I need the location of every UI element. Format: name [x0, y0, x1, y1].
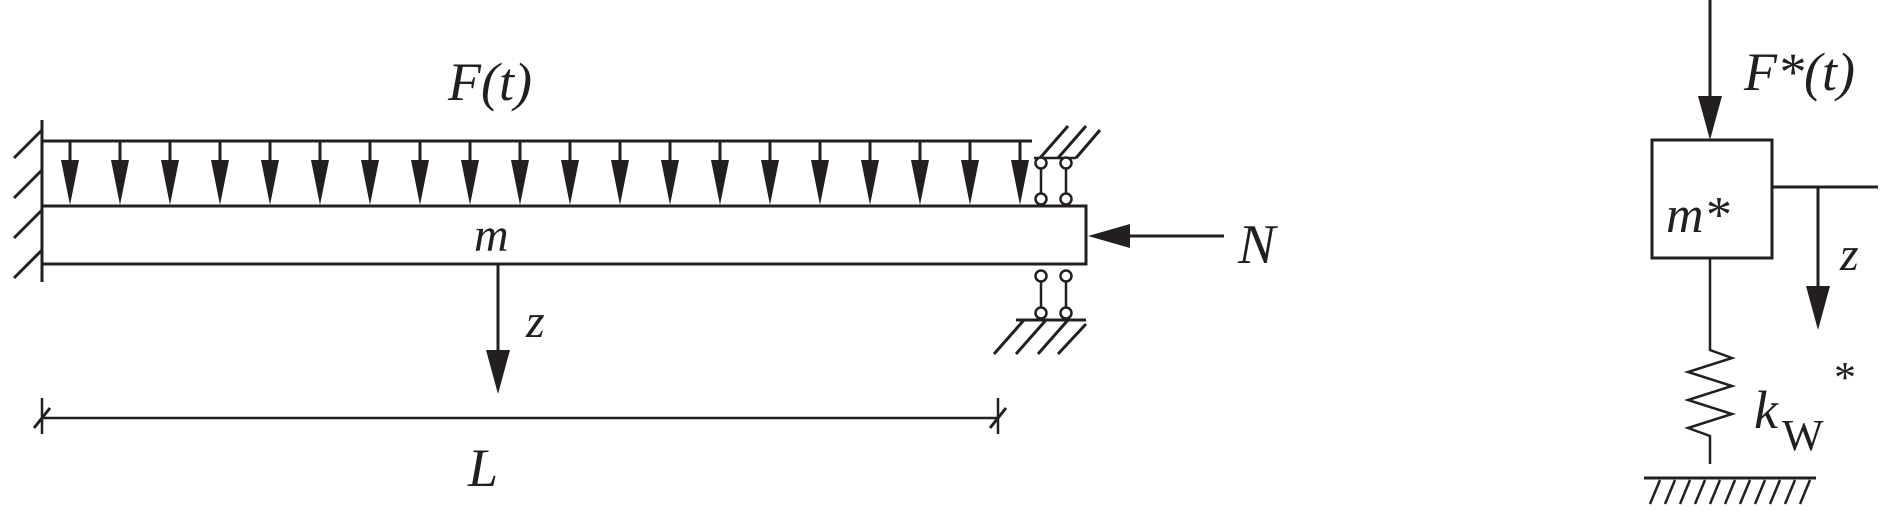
sdof-deflection-label: z	[1839, 228, 1859, 281]
sliding-support-bottom	[992, 269, 1088, 356]
spring-label-subscript: W	[1782, 411, 1824, 460]
beam-mass-label: m	[474, 209, 509, 262]
sliding-support-top	[1034, 125, 1102, 206]
beam-model: F(t) m	[12, 52, 1278, 498]
spring-label-superscript: *	[1834, 353, 1856, 402]
ground-hatch-line	[1783, 479, 1797, 505]
sdof-spring	[1683, 258, 1737, 464]
ground-hatch-line	[1798, 479, 1812, 505]
ground-hatch-line	[1753, 479, 1767, 505]
fixed-support-left	[12, 120, 44, 282]
ground-hatch-line	[1723, 479, 1737, 505]
beam-deflection-label: z	[525, 295, 545, 348]
ground-support	[1644, 476, 1816, 505]
load-arrow	[561, 141, 579, 205]
beam-body	[40, 204, 1088, 266]
ground-hatch-line	[1693, 479, 1707, 505]
load-arrow	[61, 141, 79, 205]
sdof-force-label: F*(t)	[1743, 42, 1855, 102]
ground-hatch-line	[1708, 479, 1722, 505]
load-arrow	[661, 141, 679, 205]
sdof-mass-label: m*	[1666, 187, 1730, 244]
axial-force-arrow	[1088, 224, 1224, 248]
load-arrow	[911, 141, 929, 205]
load-arrow	[711, 141, 729, 205]
load-arrow	[411, 141, 429, 205]
load-arrow	[461, 141, 479, 205]
ground-hatch-line	[1768, 479, 1782, 505]
load-arrow	[161, 141, 179, 205]
ground-hatch-line	[1663, 479, 1677, 505]
sdof-force-arrow	[1698, 0, 1722, 140]
sdof-model: F*(t) m* z k W *	[1644, 0, 1878, 505]
load-arrow	[111, 141, 129, 205]
distributed-load-arrows	[61, 141, 1029, 205]
sdof-mass-block	[1650, 138, 1774, 260]
load-label: F(t)	[447, 52, 532, 112]
load-arrow	[961, 141, 979, 205]
spring-label-main: k	[1754, 380, 1779, 440]
load-arrow	[511, 141, 529, 205]
ground-hatch-line	[1678, 479, 1692, 505]
load-arrow	[261, 141, 279, 205]
ground-hatch-line	[1738, 479, 1752, 505]
sdof-deflection-arrow	[1772, 185, 1878, 330]
load-arrow	[611, 141, 629, 205]
load-arrow	[1011, 141, 1029, 205]
load-arrow	[211, 141, 229, 205]
length-dimension	[32, 398, 1008, 434]
load-arrow	[861, 141, 879, 205]
axial-force-label: N	[1237, 214, 1278, 276]
beam-deflection-arrow	[486, 264, 510, 394]
ground-hatch-line	[1648, 479, 1662, 505]
load-arrow	[361, 141, 379, 205]
load-arrow	[311, 141, 329, 205]
load-arrow	[811, 141, 829, 205]
length-label: L	[467, 438, 498, 498]
load-arrow	[761, 141, 779, 205]
spring-stiffness-label: k W *	[1754, 353, 1856, 460]
